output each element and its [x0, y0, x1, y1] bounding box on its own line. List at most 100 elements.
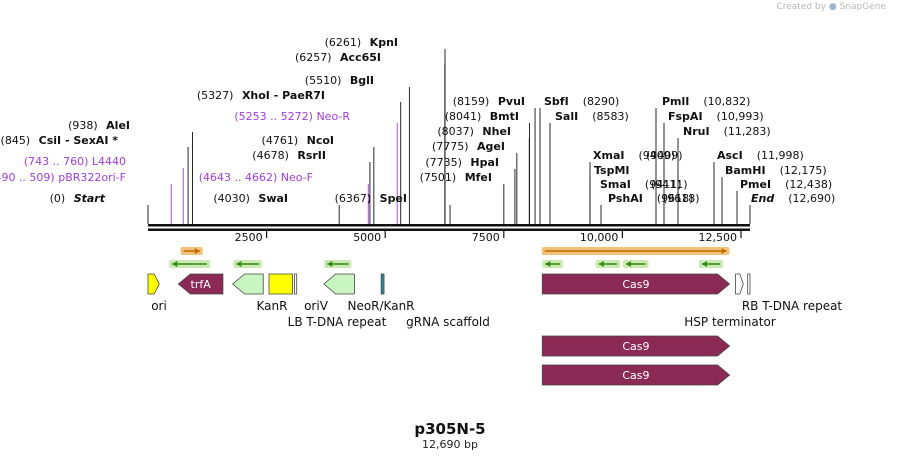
site-number: (11,283) [724, 125, 771, 138]
backbone-strand-bottom [148, 228, 750, 231]
feature-label: Cas9 [622, 278, 649, 291]
svg-text:AscI(11,998): AscI(11,998) [717, 149, 804, 162]
site-label--743-760-l4440: (743 .. 760) L4440 [24, 155, 184, 224]
svg-text:(7501) MfeI: (7501) MfeI [420, 171, 492, 184]
site-number: (8037) [437, 125, 477, 138]
feature-shape [541, 364, 731, 386]
svg-text:(4678) RsrII: (4678) RsrII [252, 149, 326, 162]
site-number: (8583) [592, 110, 629, 123]
feature-ori: ori [147, 273, 167, 313]
primer-arrow [169, 260, 211, 268]
site-label-mfei: (7501) MfeI [420, 171, 505, 224]
feature-cas9-duplicate: Cas9 [541, 335, 731, 357]
site-label-rsrii: (4678) RsrII [252, 149, 371, 224]
plasmid-length: 12,690 bp [422, 438, 478, 451]
svg-text:(6261) KpnI: (6261) KpnI [325, 36, 398, 49]
primer-arrow [233, 260, 262, 268]
site-enzyme: BamHI [725, 164, 766, 177]
feature-label: KanR [257, 299, 288, 313]
site-enzyme: SpeI [380, 192, 407, 205]
site-enzyme: RsrII [297, 149, 326, 162]
site-number: (8041) [445, 110, 485, 123]
site-enzyme: MfeI [465, 171, 492, 184]
primer-arrow [622, 260, 649, 268]
svg-text:(743 .. 760) L4440: (743 .. 760) L4440 [24, 155, 126, 168]
primer-arrow [541, 247, 730, 255]
feature-trfa: trfA [177, 273, 224, 295]
plasmid-name: p305N-5 [414, 420, 486, 438]
feature-hsp-terminator: HSP terminator [684, 273, 776, 329]
svg-text:(4761) NcoI: (4761) NcoI [262, 134, 334, 147]
site-label-bgli: (5510) BglI [305, 74, 410, 224]
svg-text:(8159) PvuI: (8159) PvuI [453, 95, 525, 108]
svg-text:XmaI(9409): XmaI(9409) [593, 149, 675, 162]
svg-text:End(12,690): End(12,690) [751, 192, 835, 205]
site-number-9618: (9618) [663, 192, 700, 205]
site-label--5253-5272-neo-r: (5253 .. 5272) Neo-R [234, 110, 398, 224]
site-number: (5327) [197, 89, 237, 102]
site-number: (7501) [420, 171, 460, 184]
svg-text:PshAI(9618): PshAI(9618) [608, 192, 693, 205]
feature-shape [735, 273, 744, 295]
feature-neor-kanr: NeoR/KanR [323, 273, 415, 313]
site-enzyme: PmlI [662, 95, 689, 108]
site-number: (7735) [425, 156, 465, 169]
site-number: (5510) [305, 74, 345, 87]
site-enzyme: Acc65I [340, 51, 381, 64]
site-enzyme: AleI [106, 119, 130, 132]
svg-text:TspMI: TspMI [594, 164, 630, 177]
site-label-end: End(12,690) [749, 192, 835, 224]
site-enzyme: NcoI [307, 134, 334, 147]
feature-cas9: Cas9 [541, 273, 731, 295]
feature-grna-scaffold: gRNA scaffold [380, 273, 490, 329]
svg-text:(845) CsiI - SexAI *: (845) CsiI - SexAI * [1, 134, 119, 147]
site-label--4643-4662-neo-f: (4643 .. 4662) Neo-F [199, 171, 369, 224]
site-number-9411: (9411) [651, 178, 688, 191]
site-label-bamhi: BamHI (12,175) [721, 164, 827, 224]
feature-shape [541, 273, 731, 295]
site-label-bmti: (8041) BmtI [445, 110, 530, 224]
site-number: (12,690) [788, 192, 835, 205]
site-number: (7775) [432, 140, 472, 153]
site-number: (4678) [252, 149, 292, 162]
svg-text:(8037) NheI: (8037) NheI [437, 125, 511, 138]
feature-cas9-duplicate: Cas9 [541, 364, 731, 386]
backbone-strand-top [148, 224, 750, 227]
site-enzyme: BglI [350, 74, 374, 87]
site-enzyme: Start [74, 192, 106, 205]
site-label-pmli: PmlI(10,832) [655, 95, 750, 224]
ruler-tick-label: 2500 [235, 231, 263, 244]
feature-shape [380, 273, 385, 295]
feature-shape [147, 273, 160, 295]
site-number: (12,438) [785, 178, 832, 191]
site-number: (0) [50, 192, 69, 205]
site-enzyme: XhoI - PaeR7I [242, 89, 325, 102]
site-enzyme: NheI [482, 125, 511, 138]
feature-shape [541, 335, 731, 357]
site-enzyme: PvuI [498, 95, 525, 108]
site-label-xmai: XmaI(9409) [589, 149, 675, 224]
ruler-tick-label: 7500 [472, 231, 500, 244]
svg-text:BamHI(12,175): BamHI (12,175) [725, 164, 827, 177]
site-enzyme: SbfI [544, 95, 569, 108]
site-label-nrui: NruI(11,283) [677, 125, 771, 224]
site-number: (4030) [213, 192, 253, 205]
feature-oriv: oriV [268, 273, 329, 313]
site-enzyme: XmaI [593, 149, 624, 162]
svg-text:SalI(8583): SalI(8583) [555, 110, 629, 123]
svg-text:PmeI(12,438): PmeI(12,438) [740, 178, 832, 191]
site-label-smai: SmaI(9411) [589, 178, 681, 224]
site-label-asci: AscI(11,998) [713, 149, 804, 224]
site-number: (10,993) [717, 110, 764, 123]
feature-label: Cas9 [622, 369, 649, 382]
ruler-tick-label: 10,000 [580, 231, 619, 244]
site-number: (12,175) [780, 164, 827, 177]
site-enzyme: PshAI [608, 192, 643, 205]
svg-text:(7735) HpaI: (7735) HpaI [425, 156, 499, 169]
site-label-kpni: (6261) KpnI [325, 36, 446, 224]
feature-label: LB T-DNA repeat [288, 315, 387, 329]
feature-shape [232, 273, 264, 295]
feature-label: trfA [191, 278, 212, 291]
feature-label: ori [151, 299, 167, 313]
site-number: (4761) [262, 134, 302, 147]
